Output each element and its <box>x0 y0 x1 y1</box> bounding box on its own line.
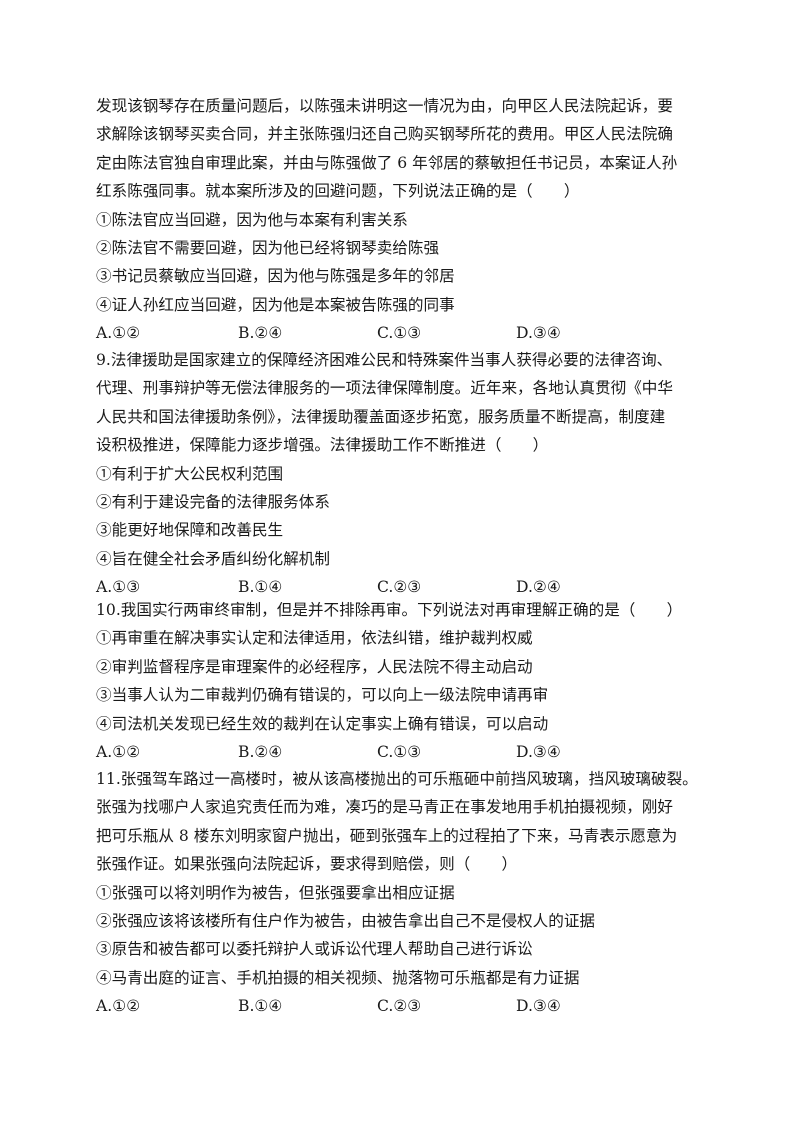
statement-4: ④证人孙红应当回避，因为他是本案被告陈强的同事 <box>96 295 455 314</box>
answer-options: A.①② B.②④ C.①③ D.③④ <box>96 738 720 766</box>
question-11: 11.张强驾车路过一高楼时，被从该高楼抛出的可乐瓶砸中前挡风玻璃，挡风玻璃破裂。… <box>96 765 720 1021</box>
option-c: C.②③ <box>377 578 422 597</box>
answer-options: A.①③ B.①④ C.②③ D.②④ <box>96 573 720 601</box>
statement-1: ①再审重在解决事实认定和法律适用，依法纠错，维护裁判权威 <box>96 629 533 648</box>
statement-3: ③书记员蔡敏应当回避，因为他与陈强是多年的邻居 <box>96 267 455 286</box>
statement-4: ④马青出庭的证言、手机拍摄的相关视频、抛落物可乐瓶都是有力证据 <box>96 968 580 987</box>
statement-2: ②陈法官不需要回避，因为他已经将钢琴卖给陈强 <box>96 238 440 257</box>
statement-3: ③当事人认为二审裁判仍确有错误的，可以向上一级法院申请再审 <box>96 686 549 705</box>
question-stem-line: 把可乐瓶从 8 楼东刘明家窗户抛出，砸到张强车上的过程拍了下来，马青表示愿意为 <box>96 826 678 845</box>
question-stem-line: 10.我国实行两审终审制，但是并不排除再审。下列说法对再审理解正确的是（ ） <box>96 601 683 619</box>
statement-3: ③能更好地保障和改善民生 <box>96 521 284 540</box>
statement-2: ②有利于建设完备的法律服务体系 <box>96 492 330 511</box>
option-d: D.②④ <box>516 578 561 597</box>
option-b: B.①④ <box>238 997 283 1016</box>
question-stem-line: 设积极推进，保障能力逐步增强。法律援助工作不断推进（ ） <box>96 436 549 455</box>
statement-4: ④司法机关发现已经生效的裁判在认定事实上确有错误，可以启动 <box>96 714 549 733</box>
question-stem-line: 9.法律援助是国家建立的保障经济困难公民和特殊案件当事人获得必要的法律咨询、 <box>96 351 673 369</box>
answer-options: A.①② B.②④ C.①③ D.③④ <box>96 319 720 347</box>
option-c: C.①③ <box>377 324 422 343</box>
option-a: A.①③ <box>96 578 141 597</box>
question-stem-line: 人民共和国法律援助条例》，法律援助覆盖面逐步拓宽，服务质量不断提高，制度建 <box>96 407 666 426</box>
option-a: A.①② <box>96 324 141 343</box>
statement-3: ③原告和被告都可以委托辩护人或诉讼代理人帮助自己进行诉讼 <box>96 940 533 959</box>
option-a: A.①② <box>96 742 141 761</box>
option-b: B.①④ <box>238 578 283 597</box>
option-b: B.②④ <box>238 324 283 343</box>
statement-2: ②张强应该将该楼所有住户作为被告，由被告拿出自己不是侵权人的证据 <box>96 911 596 930</box>
question-stem-line: 定由陈法官独自审理此案，并由与陈强做了 6 年邻居的蔡敏担任书记员，本案证人孙 <box>96 153 678 172</box>
option-c: C.①③ <box>377 742 422 761</box>
question-stem-line: 发现该钢琴存在质量问题后，以陈强未讲明这一情况为由，向甲区人民法院起诉，要 <box>96 97 673 115</box>
statement-4: ④旨在健全社会矛盾纠纷化解机制 <box>96 549 330 568</box>
question-stem-line: 红系陈强同事。就本案所涉及的回避问题，下列说法正确的是（ ） <box>96 182 580 201</box>
question-stem-line: 张强为找哪户人家追究责任而为难，凑巧的是马青正在事发地用手机拍摄视频，刚好 <box>96 798 673 817</box>
question-9: 9.法律援助是国家建立的保障经济困难公民和特殊案件当事人获得必要的法律咨询、 代… <box>96 346 720 602</box>
answer-options: A.①② B.①④ C.②③ D.③④ <box>96 992 720 1020</box>
statement-2: ②审判监督程序是审理案件的必经程序，人民法院不得主动启动 <box>96 657 533 676</box>
option-a: A.①② <box>96 997 141 1016</box>
option-b: B.②④ <box>238 742 283 761</box>
statement-1: ①陈法官应当回避，因为他与本案有利害关系 <box>96 210 408 229</box>
option-d: D.③④ <box>516 742 561 761</box>
option-c: C.②③ <box>377 997 422 1016</box>
question-stem-line: 张强作证。如果张强向法院起诉，要求得到赔偿，则（ ） <box>96 855 518 874</box>
question-stem-line: 11.张强驾车路过一高楼时，被从该高楼抛出的可乐瓶砸中前挡风玻璃，挡风玻璃破裂。 <box>96 770 698 788</box>
question-stem-line: 求解除该钢琴买卖合同，并主张陈强归还自己购买钢琴所花的费用。甲区人民法院确 <box>96 125 673 144</box>
statement-1: ①有利于扩大公民权利范围 <box>96 464 284 483</box>
question-8: 发现该钢琴存在质量问题后，以陈强未讲明这一情况为由，向甲区人民法院起诉，要 求解… <box>96 92 720 348</box>
question-10: 10.我国实行两审终审制，但是并不排除再审。下列说法对再审理解正确的是（ ） ①… <box>96 596 720 766</box>
question-stem-line: 代理、刑事辩护等无偿法律服务的一项法律保障制度。近年来，各地认真贯彻《中华 <box>96 379 673 398</box>
statement-1: ①张强可以将刘明作为被告，但张强要拿出相应证据 <box>96 883 455 902</box>
option-d: D.③④ <box>516 324 561 343</box>
option-d: D.③④ <box>516 997 561 1016</box>
